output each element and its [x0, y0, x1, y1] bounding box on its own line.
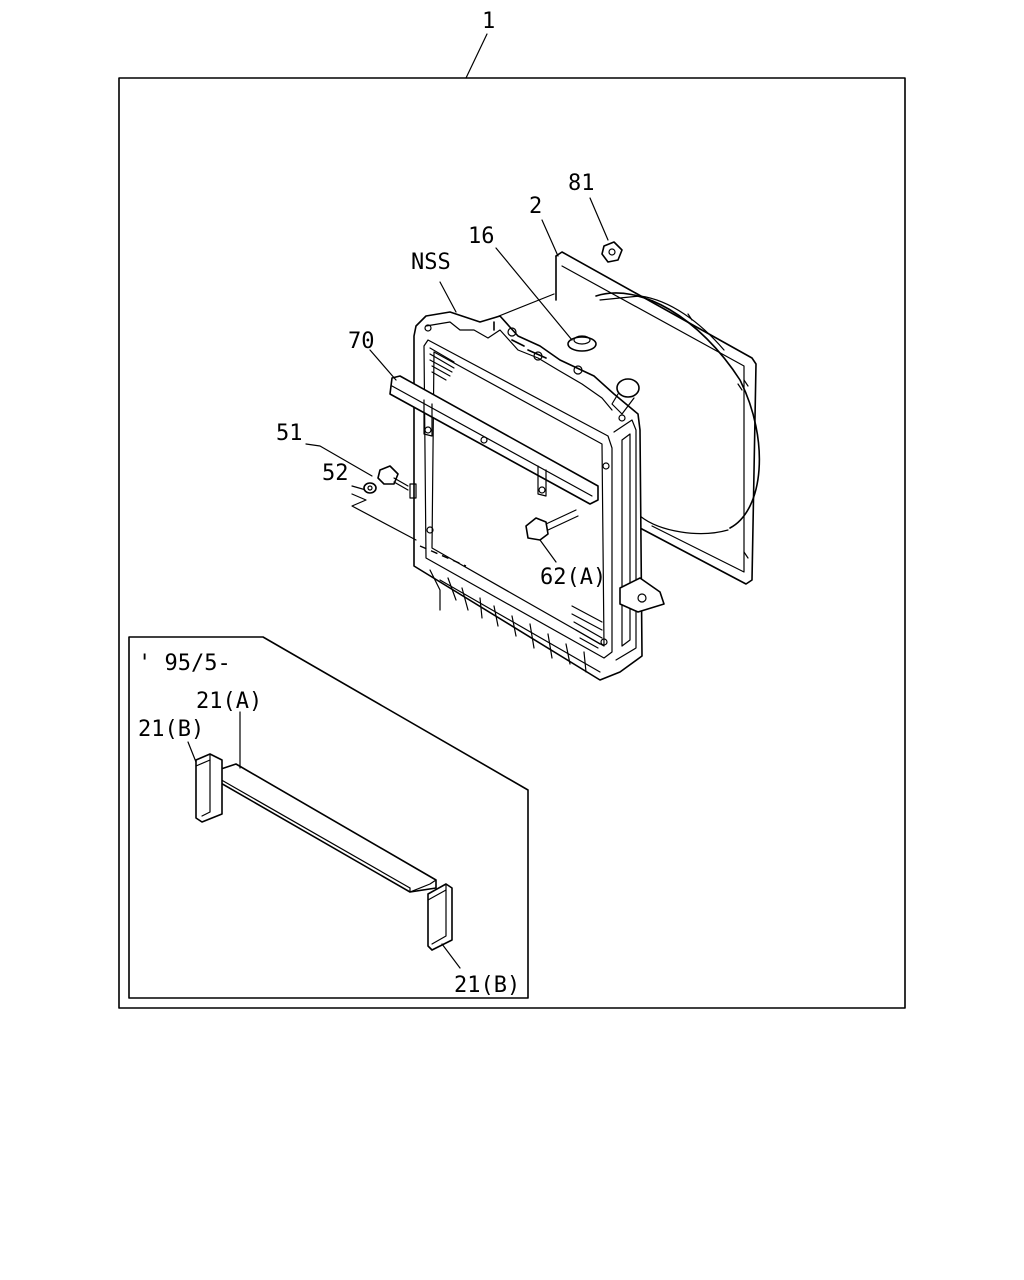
callout-21a: 21(A) — [196, 689, 262, 714]
guide-51-52 — [351, 493, 417, 541]
callout-2: 2 — [529, 194, 542, 219]
bracket-21b-right — [427, 883, 453, 951]
bolt-62a — [525, 509, 579, 541]
leader-16 — [495, 247, 573, 341]
leader-2 — [541, 219, 559, 257]
callout-51: 51 — [276, 421, 303, 446]
callout-16: 16 — [468, 224, 495, 249]
leader-nss — [439, 281, 457, 313]
callout-nss: NSS — [411, 250, 451, 275]
washer-52 — [363, 482, 377, 494]
callout-70: 70 — [348, 329, 375, 354]
callout-81: 81 — [568, 171, 595, 196]
callout-1: 1 — [482, 9, 495, 34]
leader-81 — [589, 197, 609, 241]
callout-62a: 62(A) — [540, 565, 606, 590]
main-frame — [118, 77, 906, 1009]
shroud-guide-line — [493, 293, 555, 319]
callout-21b-left: 21(B) — [138, 717, 204, 742]
bracket-21a — [211, 763, 437, 893]
leader-51 — [305, 443, 373, 477]
leader-62a — [539, 539, 557, 563]
callout-21b-right: 21(B) — [454, 973, 520, 998]
inset-frame — [128, 636, 529, 999]
clip-81 — [601, 241, 623, 263]
leader-70 — [369, 349, 397, 381]
bracket-21b-left — [195, 753, 223, 823]
leader-21b-right — [441, 943, 461, 969]
leader-1 — [465, 33, 488, 79]
bolt-51 — [377, 465, 409, 491]
leader-21b-left — [187, 741, 197, 763]
radiator-cap-16 — [567, 335, 597, 352]
stay-70 — [389, 375, 599, 505]
callout-52: 52 — [322, 461, 349, 486]
radiator — [409, 311, 665, 681]
inset-date-label: ' 95/5- — [138, 651, 231, 676]
fan-shroud — [555, 251, 761, 585]
